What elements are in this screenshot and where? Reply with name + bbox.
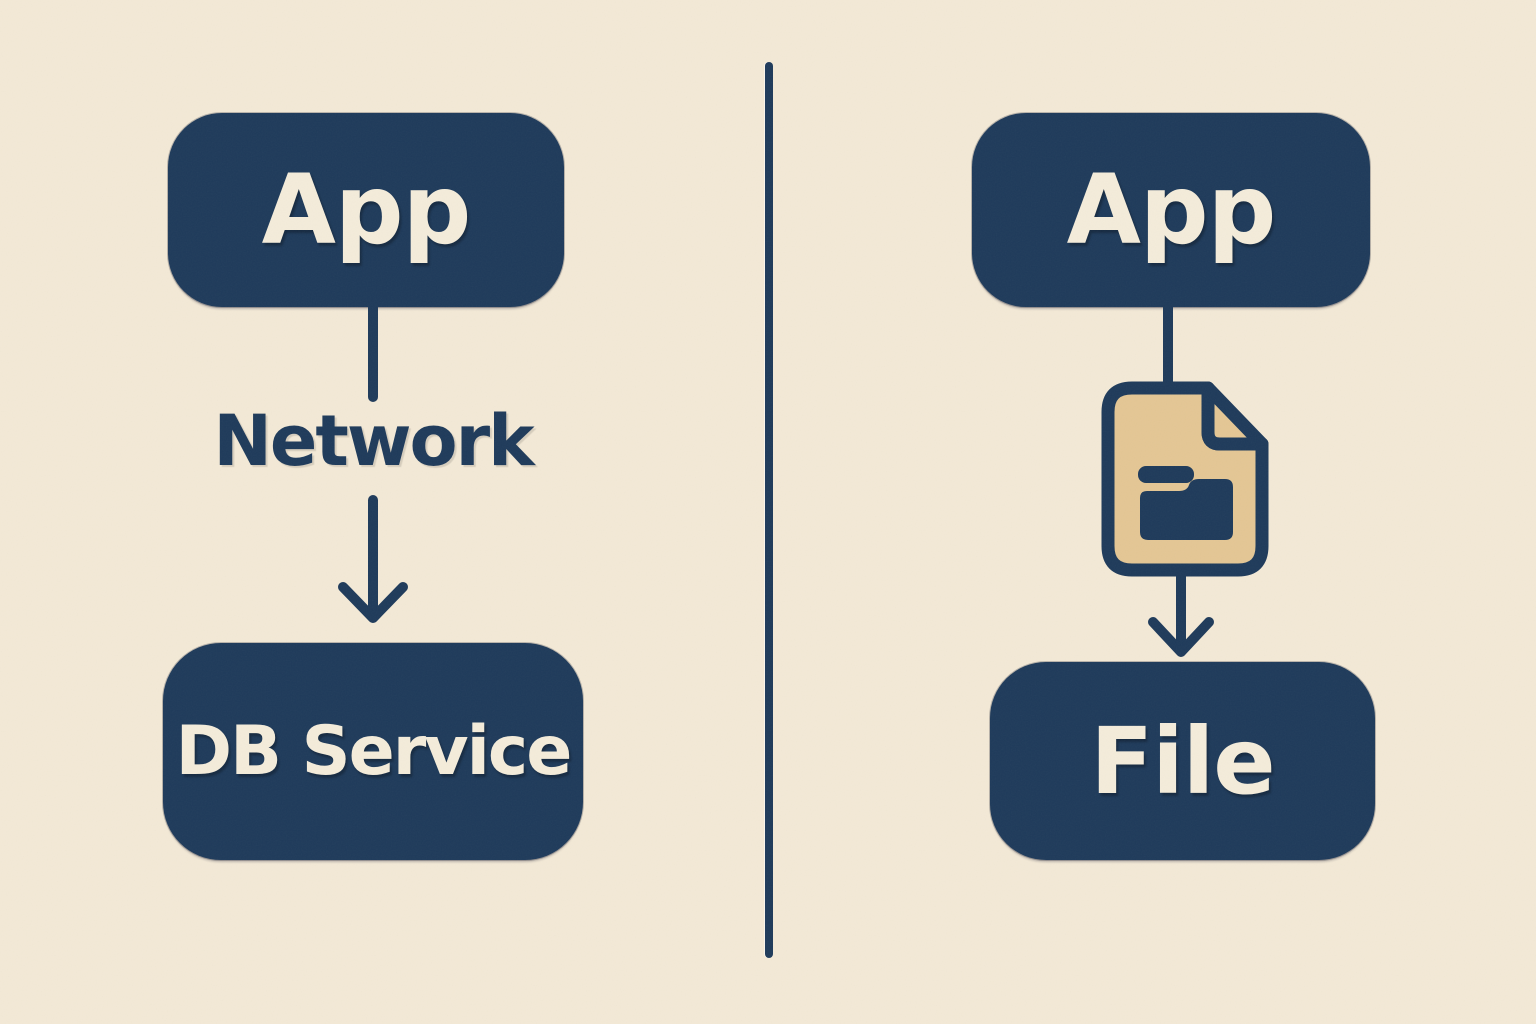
folder-tab-icon (1138, 466, 1194, 483)
left-connector-line (368, 297, 378, 402)
right-connector-line (1163, 297, 1173, 393)
right-app-node: App (972, 113, 1370, 307)
db-service-node: DB Service (163, 643, 583, 860)
panel-divider (765, 62, 773, 958)
network-edge-label: Network (213, 400, 534, 482)
file-node: File (990, 662, 1375, 860)
left-down-arrow (338, 495, 408, 623)
right-down-arrow (1148, 567, 1214, 657)
document-fold-corner (1201, 381, 1269, 451)
file-document-icon (1101, 381, 1269, 577)
left-app-node: App (168, 113, 564, 307)
